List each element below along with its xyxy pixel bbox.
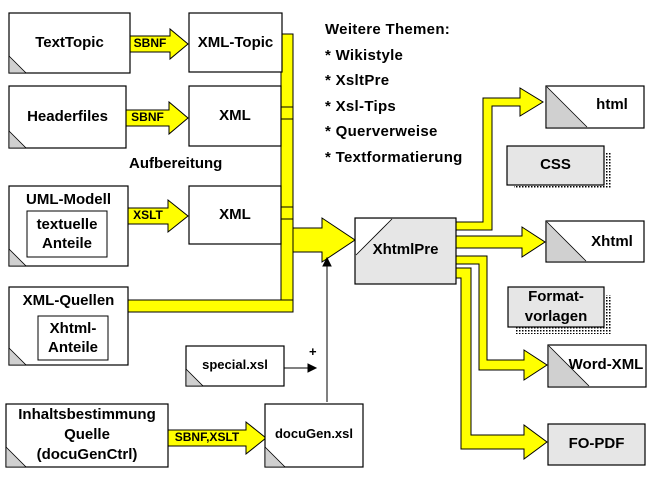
format-line1: Format-	[528, 288, 584, 305]
topic-item: * XsltPre	[325, 72, 390, 89]
uml-inner-line1: textuelle	[36, 216, 98, 233]
aufbereitung-label: Aufbereitung	[129, 155, 223, 172]
html-label: html	[596, 96, 628, 113]
headerfiles-label: Headerfiles	[27, 108, 108, 125]
box-wordxml	[547, 344, 647, 388]
topic-item: * Querverweise	[325, 123, 438, 140]
weitere-themen-list: Weitere Themen: * Wikistyle * XsltPre * …	[325, 17, 463, 170]
format-label: Format- vorlagen	[508, 287, 604, 327]
special-label: special.xsl	[202, 357, 268, 372]
sbnfxslt-label: SBNF,XSLT	[174, 430, 240, 444]
inhalt-line2: Quelle	[64, 426, 110, 443]
xml1-label: XML	[219, 107, 251, 124]
arrow-to-xhtml	[454, 226, 546, 258]
fopdf-label: FO-PDF	[568, 435, 625, 452]
xhtml-label: Xhtml	[591, 233, 633, 250]
topic-item: * Xsl-Tips	[325, 97, 397, 115]
box-xmlquellen	[8, 286, 129, 366]
box-fopdf	[547, 423, 646, 466]
uml-inner-line2: Anteile	[41, 235, 92, 252]
labelled-arrows	[125, 27, 267, 456]
topics-heading: Weitere Themen:	[325, 21, 451, 38]
xmltopic-label: XML-Topic	[197, 34, 274, 51]
uml-label: UML-Modell	[26, 191, 111, 208]
box-docugen	[264, 403, 364, 468]
yellow-flow-lines	[127, 33, 548, 460]
box-css	[506, 145, 611, 189]
trunk-vertical	[280, 33, 294, 313]
arrow-sbnf2-shape	[125, 100, 189, 136]
plus-label: +	[309, 344, 317, 359]
black-arrows	[284, 256, 332, 402]
inhalt-label: Inhaltsbestimmung Quelle (docuGenCtrl)	[6, 405, 168, 465]
sbnf1-label: SBNF	[133, 36, 167, 50]
xml2-label: XML	[219, 206, 251, 223]
uml-inner-label: textuelle Anteile	[27, 215, 107, 253]
branch-xmlquellen	[127, 299, 294, 313]
xmlsrc-inner-line1: Xhtml-	[49, 320, 97, 337]
xhtmlpre-label: XhtmlPre	[372, 241, 439, 258]
arrow-to-html	[454, 87, 544, 231]
box-headerfiles	[8, 85, 127, 149]
box-xml2	[188, 185, 282, 245]
special-link-head	[307, 363, 318, 373]
arrow-sbnf1-shape	[129, 27, 189, 61]
arrow-xslt-shape	[127, 198, 189, 234]
box-format	[507, 286, 611, 334]
texttopic-label: TextTopic	[35, 34, 104, 51]
xmlsrc-inner-line2: Anteile	[47, 339, 98, 356]
wordxml-label: Word-XML	[568, 356, 644, 373]
topic-item: * Textformatierung	[325, 148, 463, 166]
docugen-label: docuGen.xsl	[274, 426, 354, 441]
branch-xml1	[280, 106, 294, 120]
box-inhalt	[5, 403, 169, 468]
box-texttopic	[8, 12, 131, 74]
topic-item: * Wikistyle	[325, 46, 404, 64]
box-xmltopic	[188, 12, 283, 73]
arrow-sbnfxslt-shape	[167, 420, 267, 456]
box-xhtml	[545, 220, 645, 263]
box-special	[185, 345, 285, 387]
xslt-label: XSLT	[133, 208, 163, 222]
arrow-to-xhtmlpre	[292, 217, 356, 263]
xmlsrc-label: XML-Quellen	[22, 292, 115, 309]
sbnf2-label: SBNF	[131, 110, 164, 124]
inhalt-line3: (docuGenCtrl)	[36, 446, 138, 463]
box-uml	[8, 185, 129, 267]
css-label: CSS	[540, 156, 571, 173]
box-html	[545, 85, 645, 129]
box-xml1	[188, 85, 282, 147]
branch-xml2	[280, 206, 294, 220]
inhalt-line1: Inhaltsbestimmung	[18, 406, 156, 423]
arrow-to-fopdf	[454, 267, 548, 460]
format-line2: vorlagen	[524, 308, 588, 325]
arrow-to-wordxml	[454, 255, 548, 381]
xmlsrc-inner-label: Xhtml- Anteile	[38, 319, 108, 357]
docugen-link-head	[322, 256, 332, 267]
box-xhtmlpre	[354, 217, 457, 285]
